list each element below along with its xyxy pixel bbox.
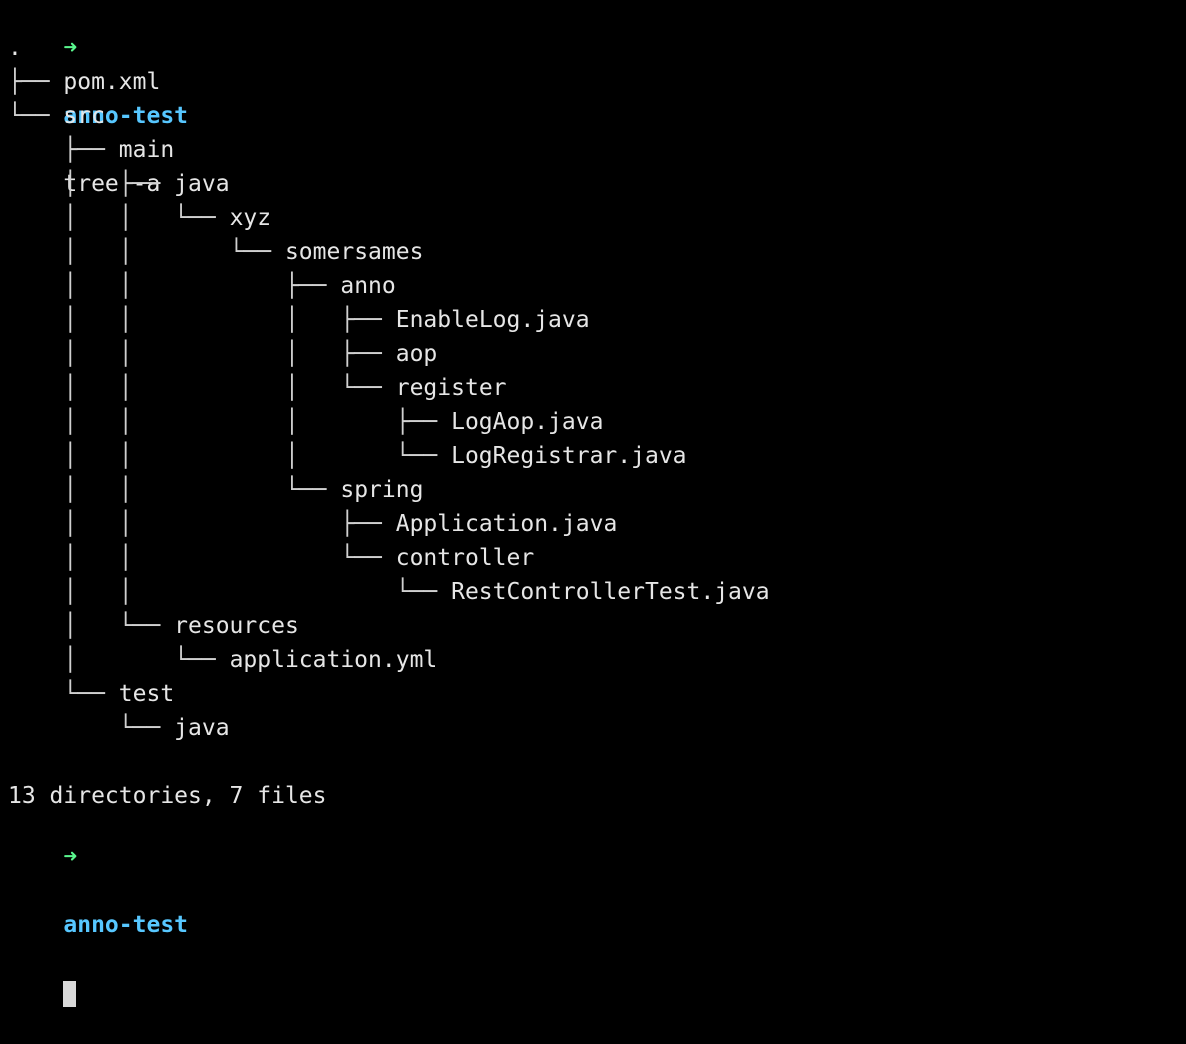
- tree-line: │ │ │ ├── LogAop.java: [8, 405, 603, 439]
- tree-entry: xyz: [229, 205, 272, 231]
- tree-entry: spring: [340, 477, 424, 503]
- next-prompt-line[interactable]: ➜ anno-test: [8, 806, 188, 1007]
- tree-prefix: └──: [8, 715, 175, 741]
- tree-entry: controller: [395, 545, 535, 571]
- tree-line: │ │ └── RestControllerTest.java: [8, 575, 770, 609]
- tree-prefix: │ ├──: [8, 171, 175, 197]
- tree-prefix: │ │ └──: [8, 477, 341, 503]
- tree-prefix: │ │ │ └──: [8, 375, 396, 401]
- tree-line: │ │ └── spring: [8, 473, 423, 507]
- tree-entry: .: [8, 35, 22, 61]
- tree-prefix: │ │ │ ├──: [8, 307, 396, 333]
- tree-prefix: │ │ ├──: [8, 511, 396, 537]
- tree-prefix: └──: [8, 103, 64, 129]
- terminal-cursor: [63, 980, 77, 1007]
- tree-line: │ ├── java: [8, 167, 230, 201]
- tree-prefix: ├──: [8, 69, 64, 95]
- tree-prefix: ├──: [8, 137, 119, 163]
- tree-prefix: └──: [8, 681, 119, 707]
- tree-prefix: │ │ └──: [8, 579, 452, 605]
- tree-prefix: │ │ │ ├──: [8, 341, 396, 367]
- tree-prefix: │ │ └──: [8, 545, 396, 571]
- tree-line: ├── pom.xml: [8, 65, 160, 99]
- tree-line: │ │ │ ├── aop: [8, 337, 437, 371]
- tree-line: │ │ └── xyz: [8, 201, 271, 235]
- tree-entry: anno: [340, 273, 396, 299]
- tree-entry: application.yml: [229, 647, 438, 673]
- tree-prefix: │ │ ├──: [8, 273, 341, 299]
- tree-line: │ └── resources: [8, 609, 299, 643]
- tree-entry: aop: [395, 341, 438, 367]
- tree-line: │ └── application.yml: [8, 643, 437, 677]
- tree-prefix: │ │ └──: [8, 205, 230, 231]
- tree-entry: java: [174, 171, 230, 197]
- tree-entry: pom.xml: [63, 69, 161, 95]
- tree-prefix: │ │ │ ├──: [8, 409, 452, 435]
- summary-line: 13 directories, 7 files: [8, 783, 327, 809]
- tree-line: │ │ └── somersames: [8, 235, 423, 269]
- prompt-arrow-icon: ➜: [63, 844, 78, 870]
- tree-entry: Application.java: [395, 511, 618, 537]
- tree-prefix: │ │ │ └──: [8, 443, 452, 469]
- tree-prefix: │ └──: [8, 613, 175, 639]
- tree-entry: LogRegistrar.java: [451, 443, 687, 469]
- tree-line: │ │ │ └── register: [8, 371, 507, 405]
- tree-entry: resources: [174, 613, 299, 639]
- tree-line: │ │ └── controller: [8, 541, 534, 575]
- tree-entry: src: [63, 103, 105, 129]
- tree-entry: test: [118, 681, 175, 707]
- tree-line: └── src: [8, 99, 105, 133]
- command-line: ➜ anno-test tree -a: [8, 0, 188, 197]
- prompt-directory: anno-test: [63, 103, 189, 129]
- tree-entry: java: [174, 715, 230, 741]
- tree-line: │ │ │ └── LogRegistrar.java: [8, 439, 687, 473]
- tree-line: .: [8, 31, 22, 65]
- command-text: tree -a: [63, 171, 161, 197]
- tree-line: │ │ │ ├── EnableLog.java: [8, 303, 590, 337]
- tree-line: │ │ ├── Application.java: [8, 507, 617, 541]
- tree-line: │ │ ├── anno: [8, 269, 396, 303]
- tree-entry: RestControllerTest.java: [451, 579, 770, 605]
- tree-entry: somersames: [284, 239, 424, 265]
- tree-prefix: │ └──: [8, 647, 230, 673]
- tree-entry: register: [395, 375, 507, 401]
- tree-line: └── test: [8, 677, 174, 711]
- prompt-directory: anno-test: [63, 912, 189, 938]
- terminal-window[interactable]: ➜ anno-test tree -a . ├── pom.xml └── sr…: [8, 0, 1178, 1007]
- tree-entry: EnableLog.java: [395, 307, 590, 333]
- prompt-arrow-icon: ➜: [63, 35, 78, 61]
- tree-prefix: │ │ └──: [8, 239, 285, 265]
- tree-line: ├── main: [8, 133, 174, 167]
- tree-entry: main: [118, 137, 175, 163]
- tree-line: └── java: [8, 711, 230, 745]
- tree-entry: LogAop.java: [451, 409, 604, 435]
